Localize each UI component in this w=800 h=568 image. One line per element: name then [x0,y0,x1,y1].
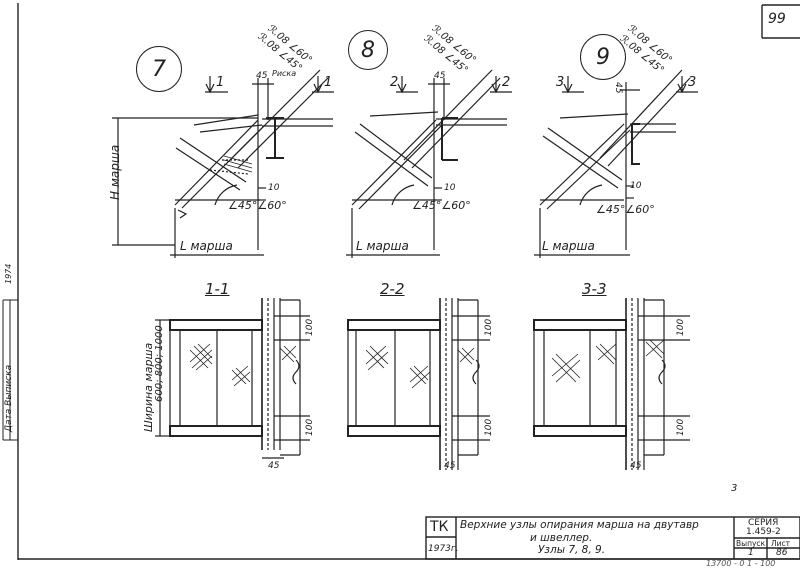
section-1-1-geometry [155,298,310,459]
title-line-2: и швеллер. [530,532,593,544]
series-value: 1.459-2 [746,527,781,537]
detail-7-dim-10: 10 [268,183,280,193]
section-title-1-1: 1-1 [205,280,230,298]
margin-year: 1974 [4,263,13,284]
detail-7-l-label: L марша [180,239,233,253]
stray-mark: 3 [731,483,738,494]
detail-9-dim-10: 10 [630,181,642,191]
detail-9-section-right: 3 [688,75,697,90]
section-3-3-geometry [533,298,690,470]
section-2-2-dim-top: 100 [484,318,494,336]
section-1-1-dim-top: 100 [305,318,315,336]
detail-7-marker: 7 [136,46,182,92]
detail-7-dim-45: 45 [256,71,268,81]
detail-8-angle: ∠45°∠60° [412,199,471,212]
section-2-2-hatch [365,345,475,389]
series-label: СЕРИЯ [748,518,779,528]
title-line-1: Верхние узлы опирания марша на двутавр [460,519,699,531]
section-3-3-dim-bot: 100 [676,418,686,436]
detail-9-angle: ∠45°∠60° [596,203,655,216]
detail-8-geometry [346,69,512,258]
section-1-1-dim-side: 45 [268,461,280,471]
section-1-1-dim-bot: 100 [305,418,315,436]
page-number: 99 [768,11,786,27]
title-block-lines [425,516,800,560]
section-3-3-dim-side: 45 [630,461,642,471]
issue-value: 1 [748,548,754,558]
section-3-3-dim-top: 100 [676,318,686,336]
issue-label: Выпуск [736,539,766,548]
detail-9-marker: 9 [580,34,626,80]
detail-7-h-label: H марша [108,144,122,200]
detail-8-section-left: 2 [390,75,399,90]
sheet-value: 86 [776,548,788,558]
title-block-year: 1973г. [428,544,459,554]
sheet-label: Лист [771,539,791,548]
section-1-1-hatch [189,343,297,387]
detail-7-angle: ∠45°∠60° [228,199,287,212]
section-2-2-dim-side: 45 [444,461,456,471]
section-title-2-2: 2-2 [380,280,405,298]
title-block-tk: ТК [430,519,449,535]
detail-8-l-label: L марша [356,239,409,253]
width-values: 600; 800; 1000 [154,325,165,402]
detail-7-section-right: 1 [324,75,333,90]
detail-7-hatch [223,155,253,173]
section-3-3-hatch [551,339,665,383]
section-title-3-3: 3-3 [582,280,607,298]
margin-label: Дата Выписка [4,364,14,432]
detail-9-dim-45: 45 [613,82,623,94]
detail-7-section-left: 1 [216,75,225,90]
section-2-2-geometry [347,298,490,470]
section-2-2-dim-bot: 100 [484,418,494,436]
detail-8-dim-10: 10 [444,183,456,193]
bottom-code: 13700 - 0 1 - 100 [706,559,776,568]
detail-9-geometry [534,69,698,258]
detail-9-section-left: 3 [556,75,565,90]
detail-8-dim-45: 45 [434,71,446,81]
detail-7-geometry [112,69,334,258]
detail-9-l-label: L марша [542,239,595,253]
detail-8-marker: 8 [348,30,388,70]
detail-8-section-right: 2 [502,75,511,90]
detail-7-note: Риска [272,69,297,78]
margin-stamp [2,299,18,441]
title-line-3: Узлы 7, 8, 9. [538,544,606,556]
